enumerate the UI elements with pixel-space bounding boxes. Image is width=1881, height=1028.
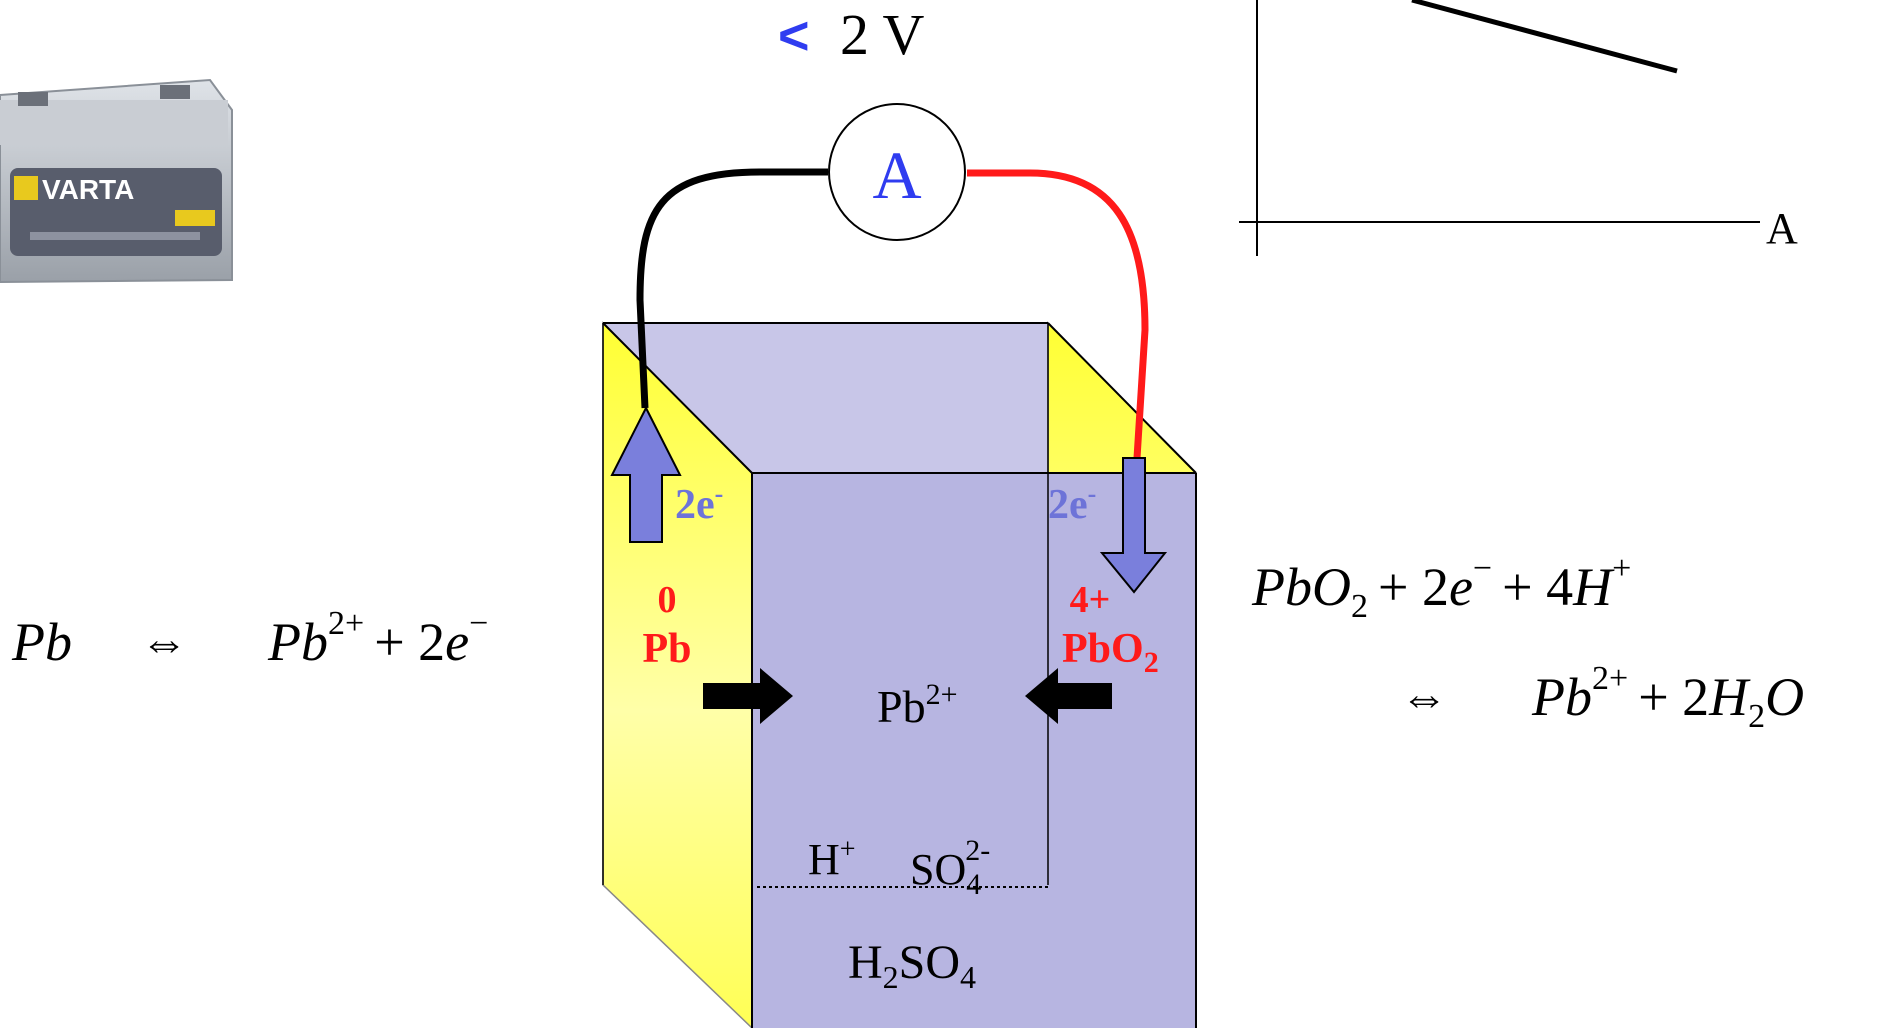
black-wire <box>636 168 828 409</box>
left-oxidation-state: 0 <box>658 579 677 621</box>
left-electrode-material: Pb <box>642 626 691 672</box>
left-eq-arrow: ⇔ <box>140 616 188 669</box>
right-electrode-material: PbO2 <box>1062 626 1159 679</box>
left-eq-product: Pb2++ 2e− <box>267 605 488 672</box>
sulfuric-acid-label: H2SO4 <box>848 936 976 995</box>
graph-curve <box>1411 0 1678 74</box>
right-electron-label: 2e- <box>1048 479 1096 528</box>
right-eq-line1: PbO2+ 2e−+ 4H+ <box>1251 550 1631 625</box>
voltage-label: < 2 V <box>778 2 924 67</box>
right-oxidation-state: 4+ <box>1070 579 1111 621</box>
graph-x-label: A <box>1766 204 1798 253</box>
right-eq-arrow: ⇔ <box>1400 671 1448 724</box>
battery-brand: VARTA <box>42 174 134 205</box>
right-eq-line2: Pb2++ 2H2O <box>1531 660 1804 735</box>
center-ion-label: Pb2+ <box>877 678 958 732</box>
cell-box <box>602 321 1197 1028</box>
current-graph: A <box>1239 0 1798 256</box>
red-wire <box>967 169 1149 459</box>
voltage-value: 2 V <box>840 2 924 67</box>
right-ion-arrow-icon <box>1025 668 1112 724</box>
left-electron-label: 2e- <box>675 479 723 528</box>
left-eq-reactant: Pb <box>11 612 72 672</box>
left-ion-arrow-icon <box>703 668 793 724</box>
left-electron-arrow-icon <box>610 405 682 543</box>
left-half-reaction: Pb ⇔ Pb2++ 2e− <box>11 605 488 672</box>
ammeter-circle <box>828 103 966 241</box>
h-ion-label: H+ <box>808 834 856 884</box>
circuit: A <box>636 103 1149 459</box>
battery-image: VARTA <box>0 78 233 284</box>
voltage-symbol: < <box>778 6 810 66</box>
varta-logo-icon <box>14 176 38 200</box>
sulfate-ion-label: SO42- <box>910 834 990 901</box>
right-electron-arrow-icon <box>1099 457 1168 594</box>
right-half-reaction: PbO2+ 2e−+ 4H+ ⇔ Pb2++ 2H2O <box>1251 550 1804 735</box>
ammeter-label: A <box>872 137 921 213</box>
